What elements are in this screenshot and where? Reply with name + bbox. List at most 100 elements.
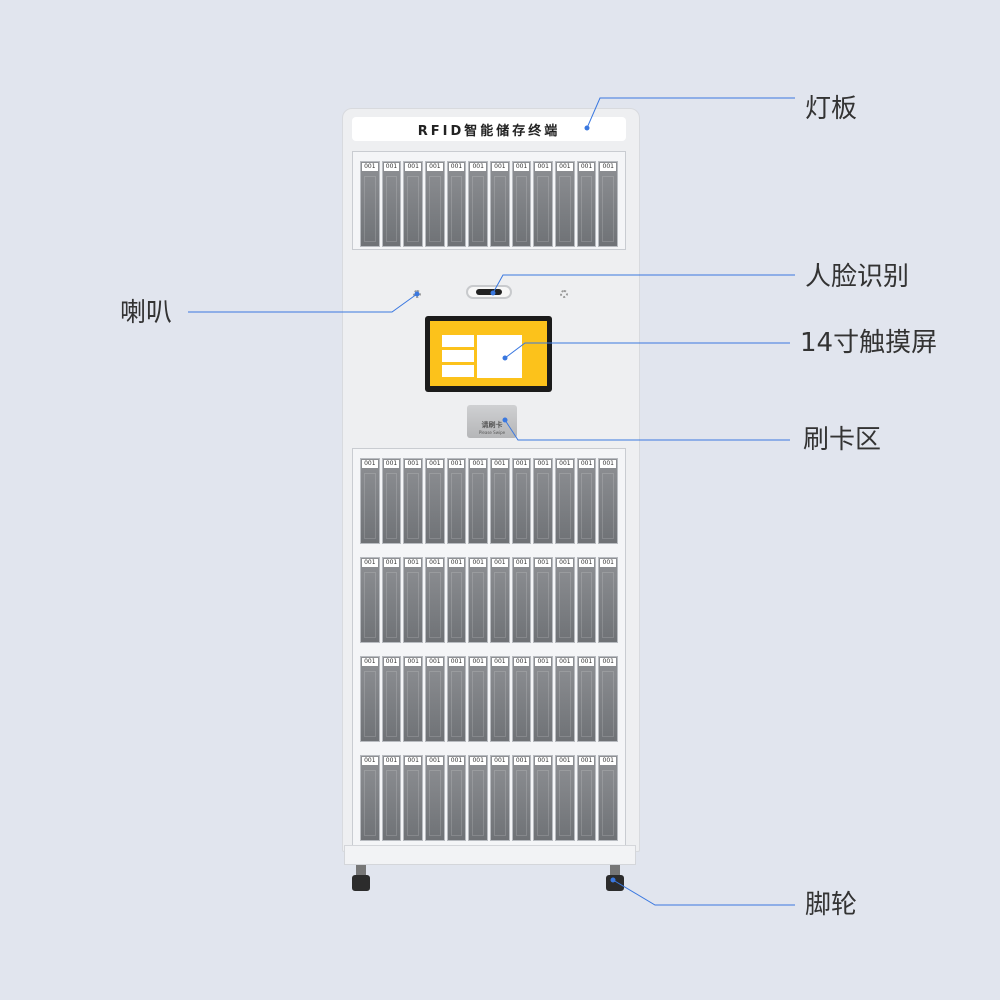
- storage-slot[interactable]: 001: [425, 557, 445, 643]
- leader-line-screen: [504, 342, 790, 359]
- storage-slot[interactable]: 001: [555, 557, 575, 643]
- storage-slot[interactable]: 001: [425, 656, 445, 742]
- callout-card-area: 刷卡区: [803, 425, 882, 455]
- storage-slot[interactable]: 001: [425, 755, 445, 841]
- slot-label: 001: [492, 163, 508, 171]
- leader-line-caster: [612, 879, 795, 906]
- slot-label: 001: [513, 163, 530, 171]
- storage-slot[interactable]: 001: [576, 656, 597, 742]
- slot-label: 001: [383, 757, 400, 765]
- slot-label: 001: [405, 757, 422, 765]
- slot-label: 001: [383, 559, 400, 567]
- screen-menu-button[interactable]: [442, 350, 474, 362]
- slot-label: 001: [600, 757, 617, 765]
- storage-slot[interactable]: 001: [533, 458, 554, 544]
- storage-slot[interactable]: 001: [403, 161, 424, 247]
- slot-label: 001: [362, 658, 378, 666]
- storage-slot[interactable]: 001: [511, 557, 532, 643]
- leader-line-face: [492, 274, 795, 294]
- storage-slot[interactable]: 001: [511, 161, 532, 247]
- storage-slot[interactable]: 001: [403, 656, 424, 742]
- slot-label: 001: [383, 163, 400, 171]
- slot-label: 001: [427, 163, 443, 171]
- storage-slot[interactable]: 001: [446, 161, 467, 247]
- storage-slot[interactable]: 001: [576, 458, 597, 544]
- slot-label: 001: [578, 460, 595, 468]
- storage-slot[interactable]: 001: [598, 161, 619, 247]
- storage-slot[interactable]: 001: [403, 755, 424, 841]
- storage-slot[interactable]: 001: [490, 161, 510, 247]
- storage-slot[interactable]: 001: [533, 656, 554, 742]
- card-reader[interactable]: 请刷卡 Please Swipe: [467, 405, 517, 438]
- storage-slot[interactable]: 001: [446, 755, 467, 841]
- storage-slot[interactable]: 001: [490, 755, 510, 841]
- storage-slot[interactable]: 001: [446, 458, 467, 544]
- dot-screen: [502, 355, 508, 361]
- storage-slot[interactable]: 001: [490, 458, 510, 544]
- storage-slot[interactable]: 001: [446, 656, 467, 742]
- storage-slot[interactable]: 001: [598, 656, 619, 742]
- storage-slot[interactable]: 001: [511, 755, 532, 841]
- storage-slot[interactable]: 001: [360, 161, 380, 247]
- screen-menu-button[interactable]: [442, 365, 474, 377]
- storage-slot[interactable]: 001: [468, 755, 489, 841]
- slot-label: 001: [427, 559, 443, 567]
- storage-slot[interactable]: 001: [381, 458, 402, 544]
- light-board: RFID智能储存终端: [352, 117, 626, 141]
- storage-slot[interactable]: 001: [360, 755, 380, 841]
- slot-label: 001: [513, 757, 530, 765]
- storage-slot[interactable]: 001: [425, 458, 445, 544]
- slot-label: 001: [535, 658, 552, 666]
- storage-slot[interactable]: 001: [533, 161, 554, 247]
- storage-slot[interactable]: 001: [490, 557, 510, 643]
- storage-slot[interactable]: 001: [381, 755, 402, 841]
- touchscreen[interactable]: [425, 316, 552, 392]
- slot-label: 001: [405, 658, 422, 666]
- storage-slot[interactable]: 001: [360, 656, 380, 742]
- storage-slot[interactable]: 001: [381, 557, 402, 643]
- storage-slot[interactable]: 001: [598, 458, 619, 544]
- slot-label: 001: [448, 559, 465, 567]
- callout-touchscreen: 14寸触摸屏: [800, 328, 938, 358]
- storage-slot[interactable]: 001: [598, 557, 619, 643]
- storage-slot[interactable]: 001: [598, 755, 619, 841]
- storage-slot[interactable]: 001: [490, 656, 510, 742]
- caster-wheel-icon: [350, 865, 372, 893]
- storage-slot[interactable]: 001: [468, 557, 489, 643]
- storage-slot[interactable]: 001: [533, 755, 554, 841]
- storage-slot[interactable]: 001: [446, 557, 467, 643]
- storage-slot[interactable]: 001: [576, 161, 597, 247]
- storage-slot[interactable]: 001: [403, 458, 424, 544]
- storage-slot[interactable]: 001: [533, 557, 554, 643]
- storage-slot[interactable]: 001: [555, 458, 575, 544]
- slot-label: 001: [535, 757, 552, 765]
- storage-slot[interactable]: 001: [468, 458, 489, 544]
- storage-slot[interactable]: 001: [381, 161, 402, 247]
- slot-label: 001: [557, 460, 573, 468]
- storage-slot[interactable]: 001: [555, 161, 575, 247]
- storage-slot[interactable]: 001: [555, 755, 575, 841]
- slot-label: 001: [405, 559, 422, 567]
- storage-slot[interactable]: 001: [468, 161, 489, 247]
- slot-label: 001: [383, 658, 400, 666]
- screen-menu-button[interactable]: [442, 335, 474, 347]
- storage-slot[interactable]: 001: [360, 458, 380, 544]
- dot-card: [502, 417, 508, 423]
- slot-label: 001: [362, 460, 378, 468]
- storage-slot[interactable]: 001: [576, 557, 597, 643]
- storage-slot[interactable]: 001: [511, 458, 532, 544]
- storage-slot[interactable]: 001: [555, 656, 575, 742]
- leader-line-light-board: [586, 97, 795, 129]
- storage-slot[interactable]: 001: [360, 557, 380, 643]
- storage-slot[interactable]: 001: [576, 755, 597, 841]
- storage-slot[interactable]: 001: [403, 557, 424, 643]
- slot-label: 001: [513, 460, 530, 468]
- storage-slot[interactable]: 001: [468, 656, 489, 742]
- storage-slot[interactable]: 001: [511, 656, 532, 742]
- storage-slot[interactable]: 001: [381, 656, 402, 742]
- storage-slot[interactable]: 001: [425, 161, 445, 247]
- face-camera: [466, 285, 512, 299]
